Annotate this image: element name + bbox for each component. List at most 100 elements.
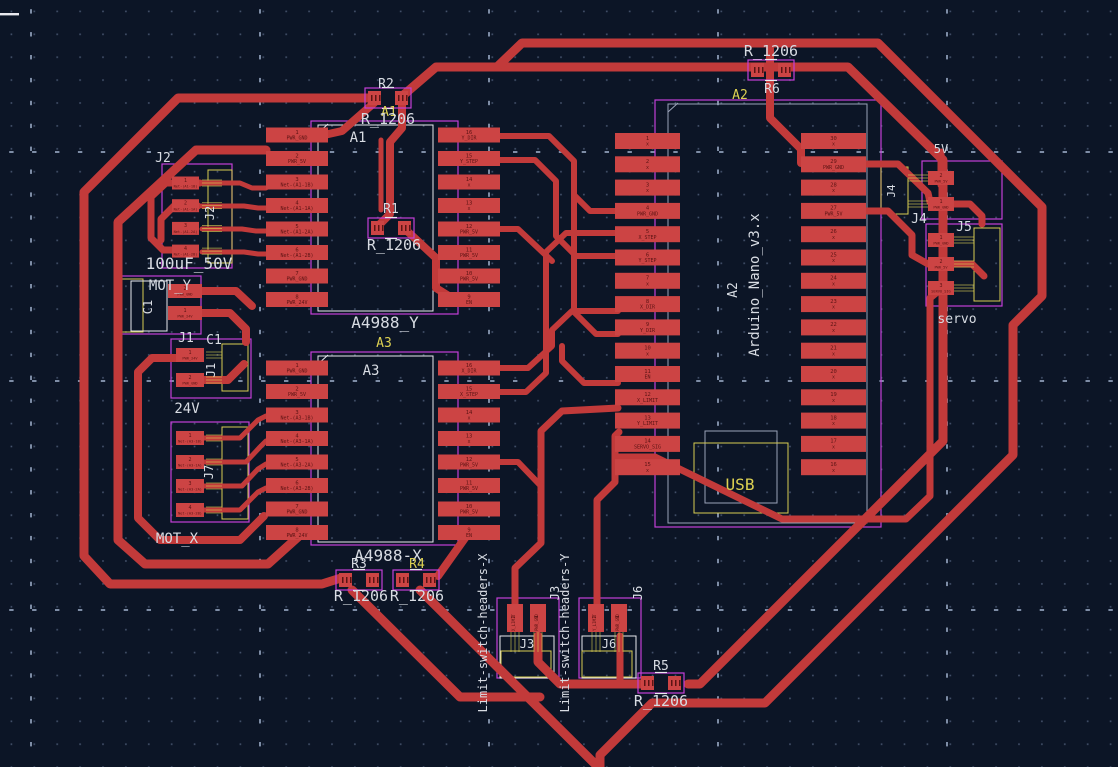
copper-trace[interactable] <box>198 287 256 310</box>
label-R1-value[interactable]: R_1206 <box>367 236 421 254</box>
pad-A2-right-6[interactable] <box>801 272 866 289</box>
label-R4-ref[interactable]: R4 <box>409 557 425 572</box>
label-R5-value[interactable]: R_1206 <box>634 692 688 710</box>
copper-trace[interactable] <box>494 230 621 395</box>
pad-A2-right-7[interactable] <box>801 296 866 313</box>
pad-R5-2[interactable] <box>668 676 681 690</box>
copper-trace[interactable] <box>494 226 555 264</box>
pad-R6-1[interactable] <box>751 63 764 77</box>
copper-trace[interactable] <box>198 309 250 346</box>
component-R6[interactable] <box>747 58 795 82</box>
label-R2-ref[interactable]: R2 <box>378 77 394 92</box>
pad-J7-0[interactable] <box>176 431 204 445</box>
label-J2-value[interactable]: MOT_Y <box>149 278 192 294</box>
pad-J7-3[interactable] <box>176 503 204 517</box>
label-J5-ref[interactable]: J5 <box>956 220 972 235</box>
copper-trace[interactable] <box>494 308 621 371</box>
pad-A2-right-3[interactable] <box>801 202 866 219</box>
copper-trace[interactable] <box>199 226 269 234</box>
pad-A2-left-0[interactable] <box>615 133 680 149</box>
copper-trace[interactable] <box>766 41 805 167</box>
label-J3-inner_label[interactable]: J3 <box>520 637 534 651</box>
pad-C1-1[interactable] <box>168 306 202 320</box>
copper-trace[interactable] <box>949 200 986 228</box>
pad-A2-left-10[interactable] <box>615 366 680 382</box>
copper-trace[interactable] <box>347 585 545 702</box>
label-A3-fab_label[interactable]: A3 <box>363 363 380 379</box>
pad-A3-left-4[interactable] <box>266 454 328 470</box>
pad-A1-right-6[interactable] <box>438 268 500 284</box>
pad-A3-right-2[interactable] <box>438 407 500 423</box>
pad-A2-left-8[interactable] <box>615 319 680 336</box>
pad-A2-right-10[interactable] <box>801 366 866 382</box>
label-R1-ref[interactable]: R1 <box>383 202 399 217</box>
pad-A2-right-2[interactable] <box>801 179 866 196</box>
label-J1-designator[interactable]: J1 <box>204 363 218 377</box>
pad-J3-1[interactable] <box>530 604 546 632</box>
label-A2-fab_label[interactable]: A2 <box>726 282 741 298</box>
label-J2-ref[interactable]: J2 <box>155 151 171 166</box>
component-R1[interactable] <box>367 216 415 240</box>
pad-J4-0[interactable] <box>928 171 954 185</box>
pad-A1-right-5[interactable] <box>438 245 500 260</box>
pad-J2-3[interactable] <box>172 244 199 258</box>
label-J6-inner_label[interactable]: J6 <box>602 637 616 651</box>
label-C1-value[interactable]: 100uF_50V <box>146 254 233 273</box>
label-J5-value[interactable]: servo <box>937 312 976 327</box>
pad-A1-left-5[interactable] <box>266 245 328 260</box>
pad-A1-right-1[interactable] <box>438 151 500 166</box>
pad-A3-right-5[interactable] <box>438 478 500 493</box>
label-J3-ref[interactable]: J3 <box>548 586 562 600</box>
pad-A1-left-4[interactable] <box>266 221 328 237</box>
pad-R1-1[interactable] <box>371 221 384 235</box>
pad-J1-0[interactable] <box>176 348 204 362</box>
pad-A1-left-1[interactable] <box>266 151 328 166</box>
pad-A3-left-6[interactable] <box>266 501 328 517</box>
label-J3-value[interactable]: Limit-switch-headers-X <box>476 553 490 713</box>
label-A3-ref[interactable]: A3 <box>376 336 392 351</box>
pad-J2-0[interactable] <box>172 176 199 190</box>
pad-R2-1[interactable] <box>368 91 381 105</box>
label-A2-ref[interactable]: A2 <box>732 88 748 103</box>
copper-trace[interactable] <box>199 203 269 211</box>
component-R3[interactable] <box>335 568 383 592</box>
pad-A2-left-1[interactable] <box>615 156 680 173</box>
label-J1-ref[interactable]: J1 <box>178 331 194 346</box>
pad-J2-2[interactable] <box>172 221 199 235</box>
label-C1-ref[interactable]: C1 <box>206 333 222 348</box>
pad-A2-right-13[interactable] <box>801 435 866 452</box>
pad-A2-right-12[interactable] <box>801 412 866 429</box>
pad-R3-2[interactable] <box>366 573 379 587</box>
pad-R6-2[interactable] <box>778 63 791 77</box>
pad-A2-right-8[interactable] <box>801 319 866 336</box>
label-R3-value[interactable]: R_1206 <box>334 587 388 605</box>
label-J1-value[interactable]: 24V <box>174 401 200 417</box>
pad-J5-2[interactable] <box>928 281 954 295</box>
label-usb-label[interactable]: USB <box>726 475 755 494</box>
label-J6-ref[interactable]: J6 <box>631 586 645 600</box>
pad-A3-left-7[interactable] <box>266 525 328 540</box>
pad-A2-left-11[interactable] <box>615 389 680 406</box>
component-R2[interactable] <box>364 86 412 110</box>
pad-A3-right-6[interactable] <box>438 501 500 517</box>
pad-R4-2[interactable] <box>423 573 436 587</box>
pad-A3-left-5[interactable] <box>266 478 328 493</box>
pad-A2-left-3[interactable] <box>615 202 680 219</box>
label-J4-designator[interactable]: J4 <box>885 184 898 198</box>
label-A2-value[interactable]: Arduino_Nano_v3.x <box>747 213 763 356</box>
label-J4-ref[interactable]: J4 <box>911 212 927 227</box>
copper-trace[interactable] <box>147 179 204 254</box>
copper-trace[interactable] <box>113 145 303 569</box>
pad-A3-right-7[interactable] <box>438 525 500 540</box>
copper-trace[interactable] <box>199 249 269 257</box>
pad-J5-0[interactable] <box>928 233 954 247</box>
copper-trace[interactable] <box>494 459 544 489</box>
label-J2-designator[interactable]: J2 <box>203 206 217 220</box>
pad-C1-0[interactable] <box>168 284 202 298</box>
pad-J2-1[interactable] <box>172 199 199 213</box>
pad-A2-left-12[interactable] <box>615 412 680 429</box>
label-R6-value[interactable]: R_1206 <box>744 42 798 60</box>
pad-A1-right-7[interactable] <box>438 292 500 307</box>
pad-A2-left-13[interactable] <box>615 435 680 452</box>
label-R3-ref[interactable]: R3 <box>351 557 367 572</box>
